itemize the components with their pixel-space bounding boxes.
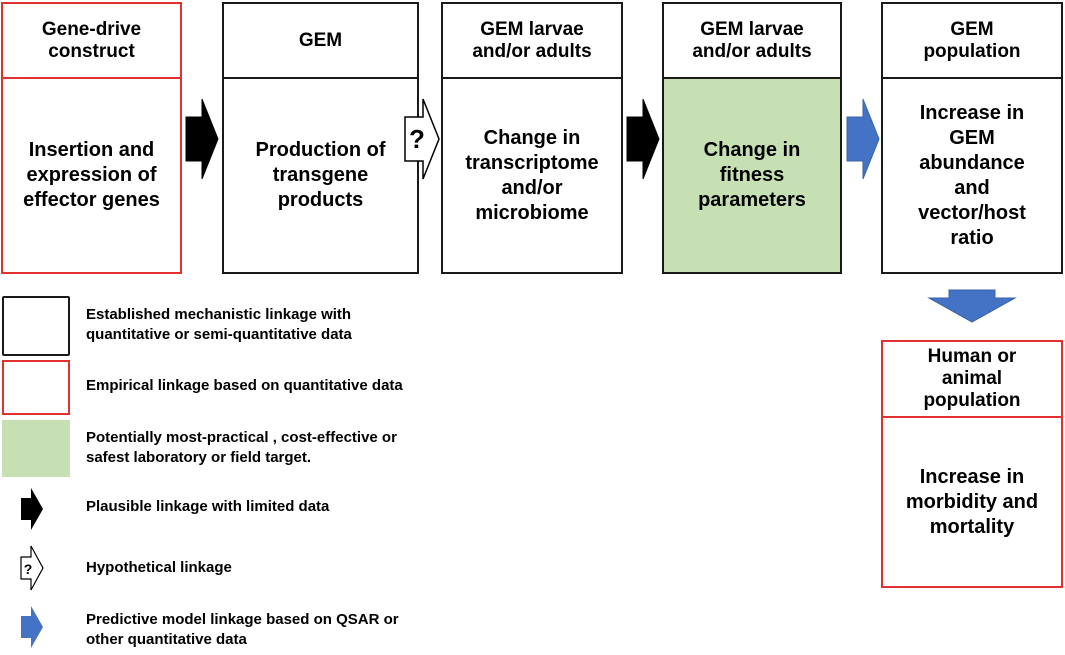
gem-box: GEM Production of transgene products [222, 2, 419, 274]
box-header: GEM larvae and/or adults [443, 4, 621, 79]
legend-red-box-swatch [2, 360, 70, 415]
black-arrow-icon [626, 98, 660, 180]
box-body: Increase in GEM abundance and vector/hos… [883, 79, 1061, 272]
box-header: GEM [224, 4, 417, 79]
gem-population-header: GEM population [923, 18, 1021, 62]
blue-arrow-icon [846, 98, 880, 180]
fitness-body: Change in fitness parameters [698, 139, 806, 211]
gene-drive-header: Gene-drive construct [41, 18, 142, 62]
gem-larvae-fitness-box: GEM larvae and/or adults Change in fitne… [662, 2, 842, 274]
gem-body: Production of transgene products [255, 139, 386, 211]
legend-text: Plausible linkage with limited data [86, 498, 330, 515]
box-body: Change in transcriptome and/or microbiom… [443, 79, 621, 272]
gem-population-box: GEM population Increase in GEM abundance… [881, 2, 1063, 274]
question-mark-glyph: ? [24, 561, 33, 577]
human-animal-header: Human or animal population [923, 346, 1021, 411]
legend-text: Established mechanistic linkage with qua… [86, 306, 352, 343]
gene-drive-construct-box: Gene-drive construct Insertion and expre… [1, 2, 182, 274]
box-header: Human or animal population [883, 342, 1061, 418]
black-arrow-icon [185, 98, 219, 180]
legend-blue-arrow-icon [21, 606, 43, 648]
box-body: Change in fitness parameters [664, 79, 840, 272]
blue-down-arrow-icon [927, 289, 1017, 323]
gem-larvae-header: GEM larvae and/or adults [472, 18, 592, 62]
legend-text: Hypothetical linkage [86, 559, 232, 576]
morbidity-body: Increase in morbidity and mortality [905, 465, 1039, 538]
box-header: GEM larvae and/or adults [664, 4, 840, 79]
gem-larvae-header: GEM larvae and/or adults [692, 18, 812, 62]
hypothetical-arrow-icon: ? [404, 98, 440, 180]
gene-drive-body: Insertion and expression of effector gen… [23, 139, 160, 211]
transcriptome-body: Change in transcriptome and/or microbiom… [465, 126, 599, 224]
box-body: Increase in morbidity and mortality [883, 418, 1061, 586]
gem-population-body: Increase in GEM abundance and vector/hos… [918, 101, 1026, 249]
legend-hypothetical-arrow-icon: ? [20, 545, 44, 591]
box-header: GEM population [883, 4, 1061, 79]
gem-larvae-transcriptome-box: GEM larvae and/or adults Change in trans… [441, 2, 623, 274]
human-animal-population-box: Human or animal population Increase in m… [881, 340, 1063, 588]
legend-green-box-swatch [2, 420, 70, 477]
legend-black-box-swatch [2, 296, 70, 356]
legend-text: Empirical linkage based on quantitative … [86, 377, 403, 394]
box-body: Insertion and expression of effector gen… [3, 79, 180, 272]
legend-text: Predictive model linkage based on QSAR o… [86, 611, 399, 648]
question-mark-glyph: ? [409, 124, 425, 154]
box-body: Production of transgene products [224, 79, 417, 272]
box-header: Gene-drive construct [3, 4, 180, 79]
legend-black-arrow-icon [21, 488, 43, 530]
gem-header: GEM [298, 29, 343, 51]
legend-text: Potentially most-practical , cost-effect… [86, 429, 397, 466]
